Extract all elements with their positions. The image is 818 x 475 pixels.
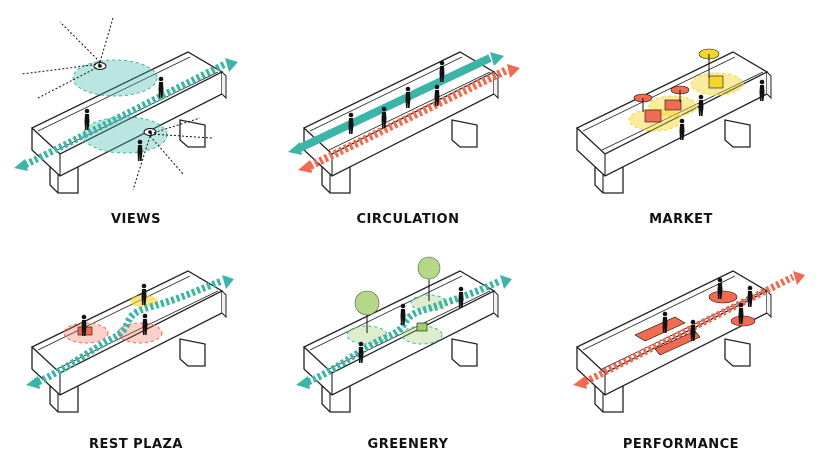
panel-label: MARKET [649,212,713,227]
eye-icon [143,128,157,136]
rest-plaza-diagram [26,270,234,413]
circulation-diagram [288,51,520,194]
performance-diagram [573,270,805,413]
panel-performance: PERFORMANCE [545,237,817,474]
panel-label: GREENERY [367,437,449,452]
market-diagram [576,48,772,194]
panel-greenery: GREENERY [272,237,544,474]
panel-rest-plaza: REST PLAZA [0,237,272,474]
panel-label: REST PLAZA [88,437,183,452]
panel-label: PERFORMANCE [622,437,740,452]
panel-market: MARKET [545,0,817,237]
panel-label: CIRCULATION [356,212,460,227]
greenery-diagram [296,256,512,413]
panel-views: VIEWS [0,0,272,237]
panel-circulation: CIRCULATION [272,0,544,237]
views-diagram [14,17,238,194]
panel-label: VIEWS [111,212,161,227]
